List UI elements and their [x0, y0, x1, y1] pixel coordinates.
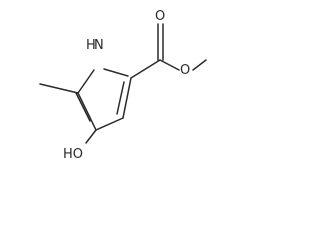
chemical-structure-diagram: H N O O HO	[0, 0, 214, 163]
canvas-background	[0, 0, 214, 163]
atom-label-hydroxyl: HO	[63, 147, 83, 162]
bond-c3-c4	[95, 117, 124, 131]
bond-carbonyl-c-ester-o	[159, 59, 180, 71]
bond-c4-oh	[85, 129, 97, 144]
atom-label-ester-o: O	[180, 63, 190, 78]
bond-c5-methyl	[39, 83, 79, 94]
atom-label-carbonyl-o: O	[155, 9, 165, 24]
bond-c2-c3-double	[116, 81, 125, 115]
bond-c2-c3	[122, 77, 132, 119]
bond-c4-c5	[77, 92, 97, 131]
bond-c5-n	[77, 69, 95, 94]
bond-c2-carbonyl-c	[130, 59, 161, 79]
bond-ester-o-methyl	[192, 59, 207, 71]
bond-n-c2	[103, 68, 129, 77]
final-structure	[39, 23, 207, 144]
atom-label-nh-h: H	[86, 38, 96, 53]
atom-label-nh-n: N	[94, 38, 104, 53]
bond-c4-c5-double	[75, 92, 91, 122]
